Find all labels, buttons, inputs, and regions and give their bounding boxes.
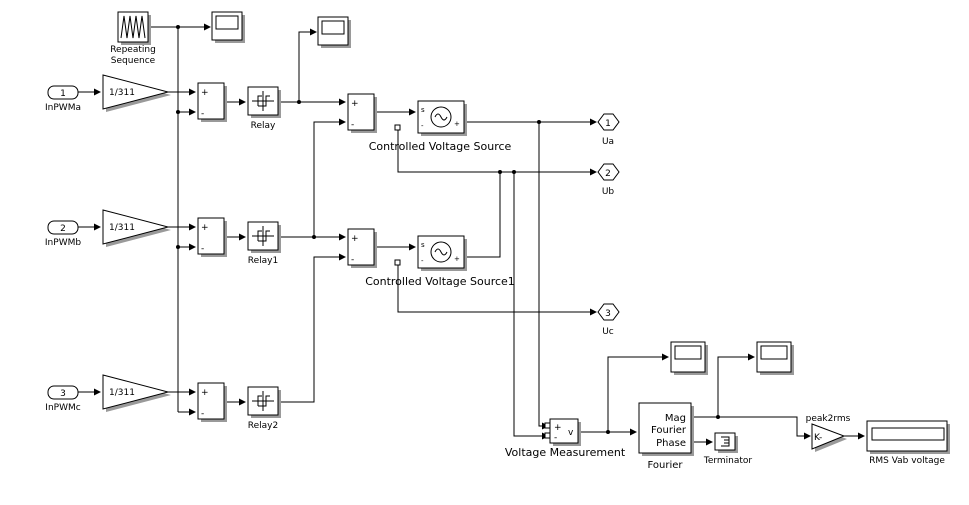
outport-a-label: Ua [602, 137, 614, 147]
scope-magnitude[interactable] [756, 341, 794, 375]
svg-text:-: - [421, 257, 424, 265]
scope-sawtooth[interactable] [211, 11, 245, 43]
fourier-label: Fourier [647, 460, 683, 471]
controlled-voltage-source-b[interactable]: s - + [394, 235, 467, 271]
scope-voltage[interactable] [670, 341, 708, 375]
svg-text:v: v [568, 428, 574, 438]
relay-b[interactable] [247, 221, 281, 253]
svg-text:1/311: 1/311 [109, 223, 135, 233]
svg-text:+: + [351, 234, 359, 244]
inport-b[interactable]: 2 [47, 220, 79, 235]
svg-text:Phase: Phase [656, 438, 686, 449]
sum-middle-a[interactable]: + - [347, 93, 377, 133]
terminator-block[interactable] [714, 432, 738, 453]
signal-lines [78, 23, 865, 446]
svg-text:+: + [201, 88, 209, 98]
svg-text:1: 1 [605, 119, 611, 129]
svg-text:K-: K- [814, 433, 822, 443]
rms-display-block[interactable] [866, 420, 950, 454]
relay-a[interactable] [247, 86, 281, 118]
outport-b[interactable]: 2 [597, 163, 620, 181]
gain-b[interactable]: 1/311 [102, 209, 171, 247]
svg-text:Fourier: Fourier [651, 425, 687, 436]
inport-c[interactable]: 3 [47, 385, 79, 400]
svg-text:1/311: 1/311 [109, 88, 135, 98]
sum-c[interactable]: + - [197, 382, 227, 422]
relay-a-label: Relay [251, 121, 276, 131]
svg-text:+: + [351, 99, 359, 109]
svg-text:-: - [554, 433, 557, 443]
svg-text:1: 1 [60, 89, 66, 99]
inport-a[interactable]: 1 [47, 85, 79, 100]
svg-text:Mag: Mag [665, 413, 686, 424]
svg-text:3: 3 [60, 389, 66, 399]
gain-c[interactable]: 1/311 [102, 374, 171, 412]
svg-text:s: s [421, 106, 425, 114]
relay-c[interactable] [247, 386, 281, 418]
svg-text:2: 2 [605, 169, 611, 179]
svg-text:2: 2 [60, 224, 66, 234]
svg-text:1/311: 1/311 [109, 388, 135, 398]
svg-text:+: + [201, 223, 209, 233]
svg-text:s: s [421, 241, 425, 249]
outport-c[interactable]: 3 [597, 303, 620, 321]
svg-text:+: + [454, 255, 460, 263]
svg-text:+: + [454, 120, 460, 128]
cvs-b-label: Controlled Voltage Source1 [365, 275, 515, 288]
svg-text:-: - [201, 409, 204, 419]
sum-a[interactable]: + - [197, 82, 227, 122]
fourier-block[interactable]: Mag Fourier Phase [638, 402, 694, 456]
svg-text:-: - [421, 122, 424, 130]
rms-display-label: RMS Vab voltage [869, 456, 945, 466]
svg-text:+: + [201, 388, 209, 398]
cvs-a-label: Controlled Voltage Source [369, 140, 512, 153]
svg-text:+: + [554, 423, 562, 433]
voltage-measurement-label: Voltage Measurement [505, 446, 626, 459]
peak2rms-gain[interactable]: K- [811, 423, 847, 452]
svg-text:-: - [351, 255, 354, 265]
peak2rms-label: peak2rms [806, 414, 851, 424]
svg-text:-: - [201, 244, 204, 254]
svg-text:-: - [351, 120, 354, 130]
inport-b-label: InPWMb [45, 238, 81, 248]
outport-a[interactable]: 1 [597, 113, 620, 131]
sum-middle-b[interactable]: + - [347, 228, 377, 268]
terminator-label: Terminator [703, 456, 753, 466]
inport-c-label: InPWMc [45, 403, 80, 413]
repeating-sequence-block[interactable] [117, 11, 151, 45]
sum-b[interactable]: + - [197, 217, 227, 257]
junction-dots [176, 25, 720, 434]
outport-c-label: Uc [602, 327, 614, 337]
gain-a[interactable]: 1/311 [102, 74, 171, 112]
scope-relay[interactable] [317, 16, 351, 48]
relay-c-label: Relay2 [248, 421, 278, 431]
svg-text:3: 3 [605, 309, 611, 319]
voltage-measurement-block[interactable]: + - v [544, 418, 581, 446]
inport-a-label: InPWMa [45, 103, 81, 113]
controlled-voltage-source-a[interactable]: s - + [394, 100, 467, 136]
svg-text:-: - [201, 109, 204, 119]
outport-b-label: Ub [602, 187, 615, 197]
relay-b-label: Relay1 [248, 256, 278, 266]
